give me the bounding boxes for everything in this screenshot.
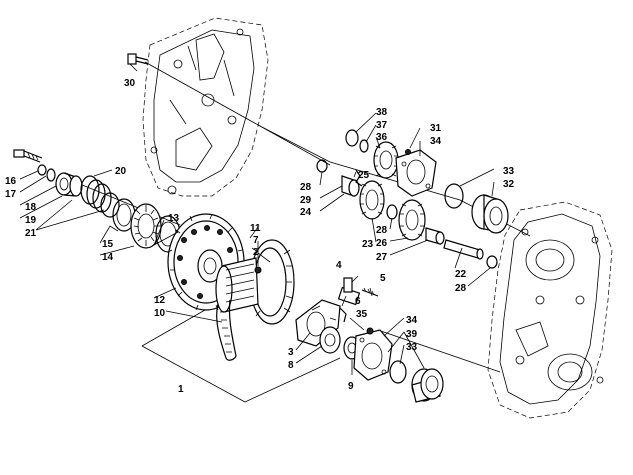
callout-24: 24 bbox=[300, 207, 312, 218]
spring-6-icon bbox=[339, 307, 347, 323]
callout-36: 36 bbox=[376, 132, 388, 143]
callout-5: 5 bbox=[380, 273, 386, 284]
callout-16: 16 bbox=[5, 176, 17, 187]
bolt-30-icon bbox=[127, 53, 149, 65]
nut-31-icon bbox=[405, 149, 411, 155]
callout-30: 30 bbox=[124, 78, 136, 89]
callout-2: 2 bbox=[253, 247, 259, 258]
callout-37: 37 bbox=[376, 120, 388, 131]
callout-17: 17 bbox=[5, 189, 17, 200]
callout-34-lower: 34 bbox=[406, 315, 418, 326]
callout-9: 9 bbox=[348, 381, 354, 392]
bolt-axis-line bbox=[144, 61, 331, 166]
lower-axis-line bbox=[377, 329, 501, 373]
callout-18: 18 bbox=[25, 202, 37, 213]
gear-36-icon bbox=[373, 141, 399, 179]
callout-28-middle: 28 bbox=[376, 225, 388, 236]
shaft-22-icon bbox=[443, 239, 484, 260]
callout-33-lower: 33 bbox=[406, 342, 418, 353]
callout-8: 8 bbox=[288, 360, 294, 371]
callout-22: 22 bbox=[455, 269, 467, 280]
chaincase-cover-icon bbox=[142, 17, 269, 197]
gear-23-icon bbox=[359, 180, 385, 220]
callout-1: 1 bbox=[178, 384, 184, 395]
callout-38: 38 bbox=[376, 107, 388, 118]
seal-33-lower-icon bbox=[389, 360, 407, 384]
callout-19: 19 bbox=[25, 215, 37, 226]
nut-38-icon bbox=[345, 129, 359, 147]
screw-5-icon bbox=[361, 287, 379, 297]
bearing-8-icon bbox=[319, 326, 341, 354]
callout-6: 6 bbox=[355, 296, 361, 307]
callout-39: 39 bbox=[406, 329, 418, 340]
bushing-27-icon bbox=[425, 227, 445, 245]
washer-28-upper-icon bbox=[316, 159, 328, 173]
cap-34-upper-icon bbox=[395, 149, 437, 197]
callout-28-right: 28 bbox=[455, 283, 467, 294]
callout-27: 27 bbox=[376, 252, 388, 263]
bolt-16-icon bbox=[13, 149, 43, 163]
callout-31: 31 bbox=[430, 123, 442, 134]
leader-lines bbox=[19, 63, 495, 375]
drive-chain-icon bbox=[216, 299, 237, 361]
seal-33-upper-icon bbox=[444, 183, 464, 209]
washer-28-mid-icon bbox=[386, 204, 398, 220]
gear-26-icon bbox=[398, 199, 426, 241]
callout-26: 26 bbox=[376, 238, 388, 249]
callout-14: 14 bbox=[102, 252, 114, 263]
nut-35-icon bbox=[366, 327, 374, 335]
bearing-lower-icon bbox=[411, 368, 444, 403]
cap-39-icon bbox=[353, 329, 393, 381]
callout-34-upper: 34 bbox=[430, 136, 442, 147]
bearing-14-icon bbox=[130, 203, 162, 249]
callout-35: 35 bbox=[356, 309, 368, 320]
cap-19-icon bbox=[55, 172, 83, 197]
callout-10: 10 bbox=[154, 308, 166, 319]
group-bracket-left bbox=[141, 309, 206, 347]
callout-28-upper: 28 bbox=[300, 182, 312, 193]
callout-15: 15 bbox=[102, 239, 114, 250]
callout-7: 7 bbox=[253, 235, 259, 246]
adjuster-4-icon bbox=[337, 277, 361, 306]
spring-25-icon bbox=[355, 169, 363, 187]
group-bracket-bottom bbox=[141, 345, 246, 403]
washer-17-icon bbox=[37, 164, 47, 176]
callout-11: 11 bbox=[250, 223, 261, 234]
callout-3: 3 bbox=[288, 347, 294, 358]
washer-18-icon bbox=[46, 168, 56, 182]
bearing-32-icon bbox=[471, 194, 509, 234]
callout-33-upper: 33 bbox=[503, 166, 515, 177]
callout-25: 25 bbox=[358, 170, 370, 181]
callout-12: 12 bbox=[154, 295, 166, 306]
callout-29: 29 bbox=[300, 195, 312, 206]
callout-21: 21 bbox=[25, 228, 37, 239]
washer-28-right-icon bbox=[486, 255, 498, 269]
washer-37-icon bbox=[359, 139, 369, 153]
bearing-29-icon bbox=[341, 175, 360, 197]
chaincase-housing-icon bbox=[487, 201, 613, 419]
clip-21-icon bbox=[100, 192, 120, 218]
upper-sprocket-icon bbox=[215, 239, 295, 325]
callout-13: 13 bbox=[168, 213, 180, 224]
callout-32: 32 bbox=[503, 179, 515, 190]
callout-4: 4 bbox=[336, 260, 342, 271]
pin-7-icon bbox=[254, 266, 262, 274]
callout-20: 20 bbox=[115, 166, 127, 177]
group-bracket-right bbox=[244, 357, 341, 403]
callout-23: 23 bbox=[362, 239, 374, 250]
